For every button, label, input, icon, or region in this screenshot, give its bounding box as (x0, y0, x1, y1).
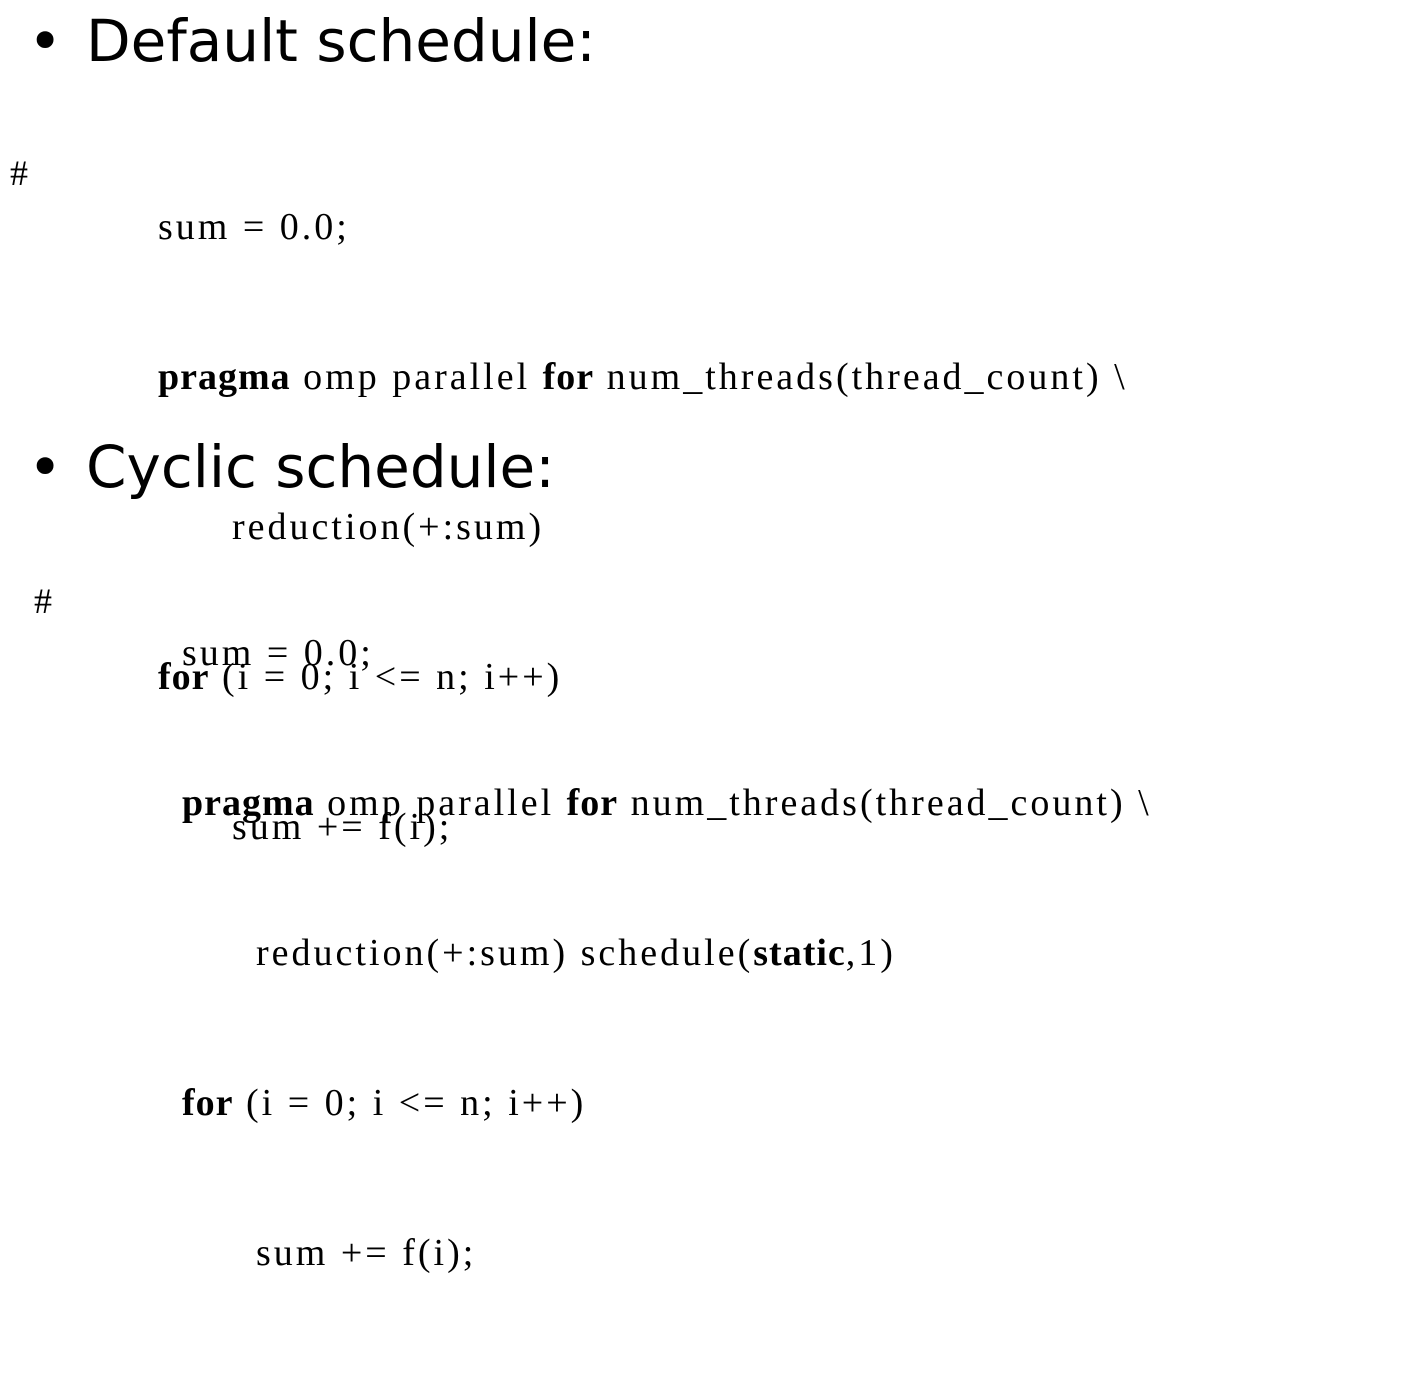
preprocessor-hash: # (34, 581, 52, 621)
code-line: for (i = 0; i <= n; i++) (158, 656, 563, 698)
code-line: sum = 0.0; (158, 206, 350, 248)
preprocessor-hash: # (10, 153, 28, 193)
code-line: pragma omp parallel for num_threads(thre… (182, 782, 1152, 824)
code-line: pragma omp parallel for num_threads(thre… (158, 356, 1128, 398)
code-block-cyclic: sum = 0.0; pragma omp parallel for num_t… (182, 528, 1152, 1378)
code-line: sum += f(i); (256, 1232, 477, 1274)
heading-text: Default schedule: (86, 7, 596, 75)
bullet-icon: • (28, 7, 63, 75)
code-block-default: sum = 0.0; pragma omp parallel for num_t… (158, 102, 1128, 952)
code-line: reduction(+:sum) (232, 506, 545, 548)
section-heading-cyclic: •Cyclic schedule: (28, 438, 555, 496)
code-line: sum = 0.0; (182, 632, 374, 674)
code-line: reduction(+:sum) schedule(static,1) (256, 932, 896, 974)
slide: •Default schedule: # sum = 0.0; pragma o… (10, 12, 1149, 1274)
heading-text: Cyclic schedule: (86, 433, 555, 501)
section-heading-default: •Default schedule: (28, 12, 596, 70)
code-line: for (i = 0; i <= n; i++) (182, 1082, 587, 1124)
bullet-icon: • (28, 433, 63, 501)
